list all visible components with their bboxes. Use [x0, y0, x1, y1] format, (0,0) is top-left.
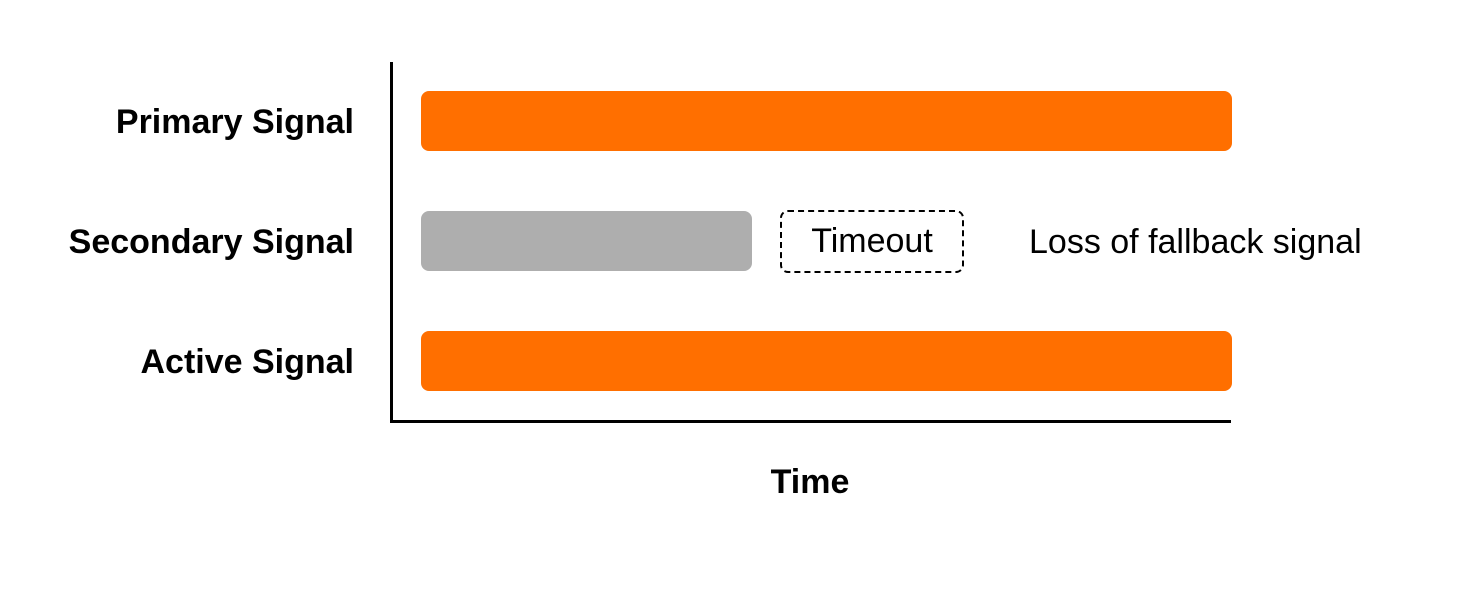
x-axis-line	[390, 420, 1231, 423]
secondary-signal-label: Secondary Signal	[68, 223, 354, 261]
primary-signal-label: Primary Signal	[115, 103, 354, 141]
x-axis-title: Time	[770, 463, 850, 501]
loss-of-fallback-label: Loss of fallback signal	[1029, 223, 1362, 261]
timeout-label: Timeout	[811, 222, 933, 260]
y-axis-line	[390, 62, 393, 423]
active-signal-bar	[421, 331, 1232, 391]
primary-signal-bar	[421, 91, 1232, 151]
timeout-box: Timeout	[780, 210, 964, 273]
active-signal-label: Active Signal	[140, 343, 354, 381]
secondary-signal-bar	[421, 211, 752, 271]
